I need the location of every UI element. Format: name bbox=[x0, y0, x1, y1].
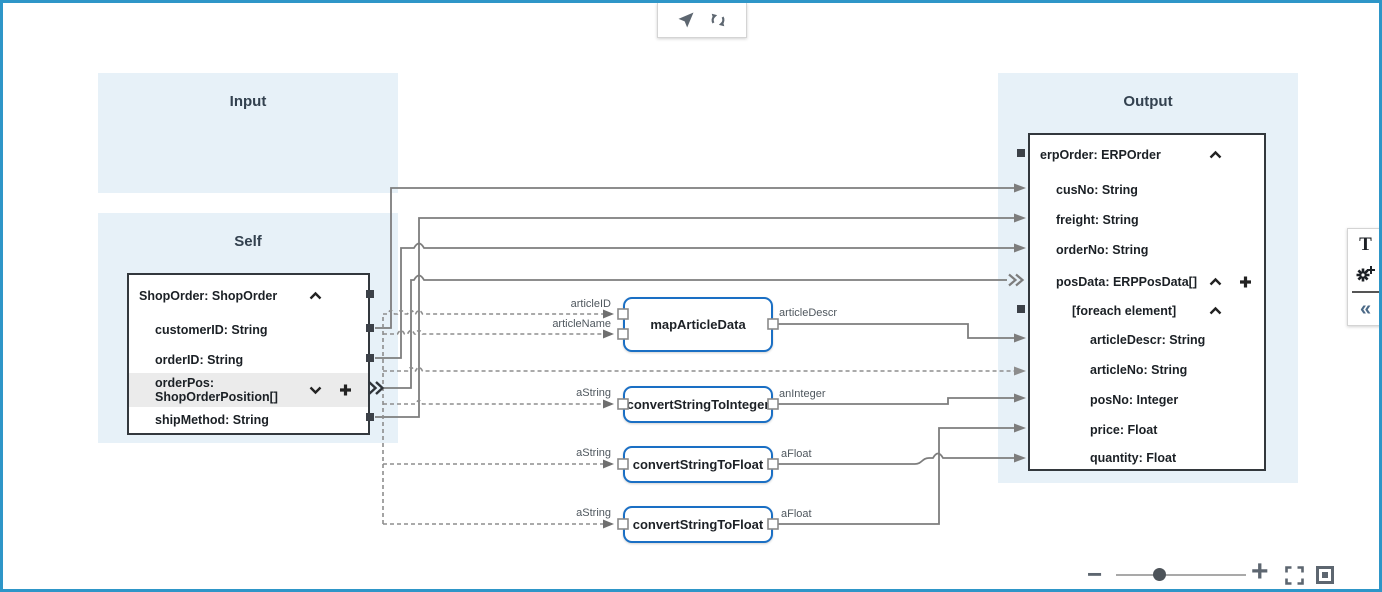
tree-row-orderpos[interactable]: orderPos:ShopOrderPosition[] bbox=[129, 373, 368, 407]
function-name: convertStringToFloat bbox=[632, 457, 764, 472]
zoom-in-icon: + bbox=[1251, 555, 1269, 588]
add-function-icon bbox=[1356, 265, 1375, 284]
tree-row-erporder[interactable]: erpOrder: ERPOrder bbox=[1030, 142, 1264, 168]
tree-row-shoporder[interactable]: ShopOrder: ShopOrder bbox=[129, 283, 368, 309]
tree-row-quantity[interactable]: quantity: Float bbox=[1030, 447, 1264, 469]
collapse-panel-button[interactable]: « bbox=[1348, 295, 1379, 325]
fit-screen-button[interactable] bbox=[1285, 566, 1304, 585]
tree-row-freight[interactable]: freight: String bbox=[1030, 207, 1264, 233]
tree-row-label: [foreach element] bbox=[1072, 304, 1177, 318]
tree-row-label: posNo: Integer bbox=[1090, 393, 1179, 407]
chevron-up-icon[interactable] bbox=[1209, 277, 1222, 287]
add-function-button[interactable] bbox=[1348, 259, 1379, 289]
tree-row-label: cusNo: String bbox=[1056, 183, 1138, 197]
navigation-icon[interactable] bbox=[676, 10, 696, 30]
zoom-out-icon: − bbox=[1087, 559, 1103, 589]
tree-row-label: orderID: String bbox=[155, 353, 244, 367]
add-node-icon[interactable] bbox=[1239, 276, 1252, 289]
port-label-afloat-2: aFloat bbox=[781, 508, 812, 520]
chevron-up-icon[interactable] bbox=[1209, 150, 1222, 160]
port-label-aninteger: anInteger bbox=[779, 388, 826, 400]
tree-row-shipmethod[interactable]: shipMethod: String bbox=[129, 407, 368, 433]
tree-row-label: customerID: String bbox=[155, 323, 268, 337]
fullscreen-icon bbox=[1285, 566, 1304, 585]
wire-dashed-articlename[interactable] bbox=[383, 329, 603, 335]
port-label-afloat-1: aFloat bbox=[781, 448, 812, 460]
collapse-panel-icon: « bbox=[1359, 297, 1372, 320]
tree-row-customerid[interactable]: customerID: String bbox=[129, 317, 368, 343]
add-node-icon[interactable] bbox=[339, 384, 352, 397]
tree-row-label: ShopOrder: ShopOrder bbox=[139, 289, 278, 303]
function-convert-string-to-float-2[interactable]: convertStringToFloat bbox=[623, 506, 773, 543]
tree-row-label: freight: String bbox=[1056, 213, 1139, 227]
port-label-astring-1: aString bbox=[576, 387, 611, 399]
chevron-up-icon[interactable] bbox=[1209, 306, 1222, 316]
refresh-icon[interactable] bbox=[708, 10, 728, 30]
port-label-articlename: articleName bbox=[552, 318, 611, 330]
tree-row-orderno[interactable]: orderNo: String bbox=[1030, 237, 1264, 263]
input-panel-title: Input bbox=[229, 93, 267, 110]
zoom-out-button[interactable]: − bbox=[1087, 559, 1103, 589]
tree-row-orderid[interactable]: orderID: String bbox=[129, 347, 368, 373]
function-name: mapArticleData bbox=[650, 317, 746, 332]
tree-row-label: articleNo: String bbox=[1090, 363, 1188, 377]
function-name: convertStringToFloat bbox=[632, 517, 764, 532]
square-in-square-icon bbox=[1316, 566, 1334, 584]
erporder-tree-box: erpOrder: ERPOrder cusNo: String freight… bbox=[1028, 133, 1266, 471]
tree-row-cusno[interactable]: cusNo: String bbox=[1030, 177, 1264, 203]
tree-row-label: erpOrder: ERPOrder bbox=[1040, 148, 1161, 162]
shoporder-tree-box: ShopOrder: ShopOrder customerID: String … bbox=[127, 273, 370, 435]
port-label-articleid: articleID bbox=[570, 298, 611, 310]
port-label-astring-3: aString bbox=[576, 507, 611, 519]
tree-row-label: orderPos:ShopOrderPosition[] bbox=[155, 376, 278, 404]
tree-row-posdata[interactable]: posData: ERPPosData[] bbox=[1030, 269, 1264, 295]
tree-row-price[interactable]: price: Float bbox=[1030, 417, 1264, 443]
wire-dashed-astring-1[interactable] bbox=[383, 399, 603, 405]
text-tool-icon: T bbox=[1359, 233, 1372, 255]
tree-row-articledescr[interactable]: articleDescr: String bbox=[1030, 327, 1264, 353]
port-label-astring-2: aString bbox=[576, 447, 611, 459]
function-convert-string-to-float-1[interactable]: convertStringToFloat bbox=[623, 446, 773, 483]
tree-row-label: shipMethod: String bbox=[155, 413, 269, 427]
tree-row-foreach[interactable]: [foreach element] bbox=[1030, 298, 1264, 324]
tree-row-posno[interactable]: posNo: Integer bbox=[1030, 387, 1264, 413]
tree-row-label: price: Float bbox=[1090, 423, 1158, 437]
tree-row-label: quantity: Float bbox=[1090, 451, 1177, 465]
port-label-articledescr: articleDescr bbox=[779, 307, 838, 319]
function-name: convertStringToInteger bbox=[626, 397, 770, 412]
output-panel-title: Output bbox=[1123, 93, 1173, 110]
zoom-slider-thumb[interactable] bbox=[1153, 568, 1166, 581]
text-tool-button[interactable]: T bbox=[1348, 229, 1379, 259]
function-map-article-data[interactable]: mapArticleData bbox=[623, 297, 773, 352]
chevron-down-icon[interactable] bbox=[309, 386, 322, 395]
wire-articledescr-out[interactable] bbox=[773, 323, 1014, 339]
top-toolbar bbox=[657, 3, 747, 38]
input-panel: Input bbox=[98, 73, 398, 193]
wire-dashed-articleno[interactable] bbox=[383, 366, 1014, 372]
side-toolbar: T « bbox=[1347, 228, 1379, 326]
function-input-arrowheads bbox=[603, 309, 614, 529]
tree-row-label: articleDescr: String bbox=[1090, 333, 1206, 347]
tree-row-label: orderNo: String bbox=[1056, 243, 1149, 257]
wire-dashed-articleid[interactable] bbox=[383, 309, 603, 315]
zoom-slider-track[interactable] bbox=[1116, 574, 1246, 576]
chevron-up-icon[interactable] bbox=[309, 291, 322, 301]
function-convert-string-to-integer[interactable]: convertStringToInteger bbox=[623, 386, 773, 423]
zoom-in-button[interactable]: + bbox=[1251, 555, 1269, 589]
self-panel-title: Self bbox=[234, 233, 262, 250]
tree-row-label: posData: ERPPosData[] bbox=[1056, 275, 1197, 289]
tree-row-articleno[interactable]: articleNo: String bbox=[1030, 357, 1264, 383]
toolbar-divider bbox=[1352, 291, 1379, 293]
reset-view-button[interactable] bbox=[1316, 566, 1334, 584]
